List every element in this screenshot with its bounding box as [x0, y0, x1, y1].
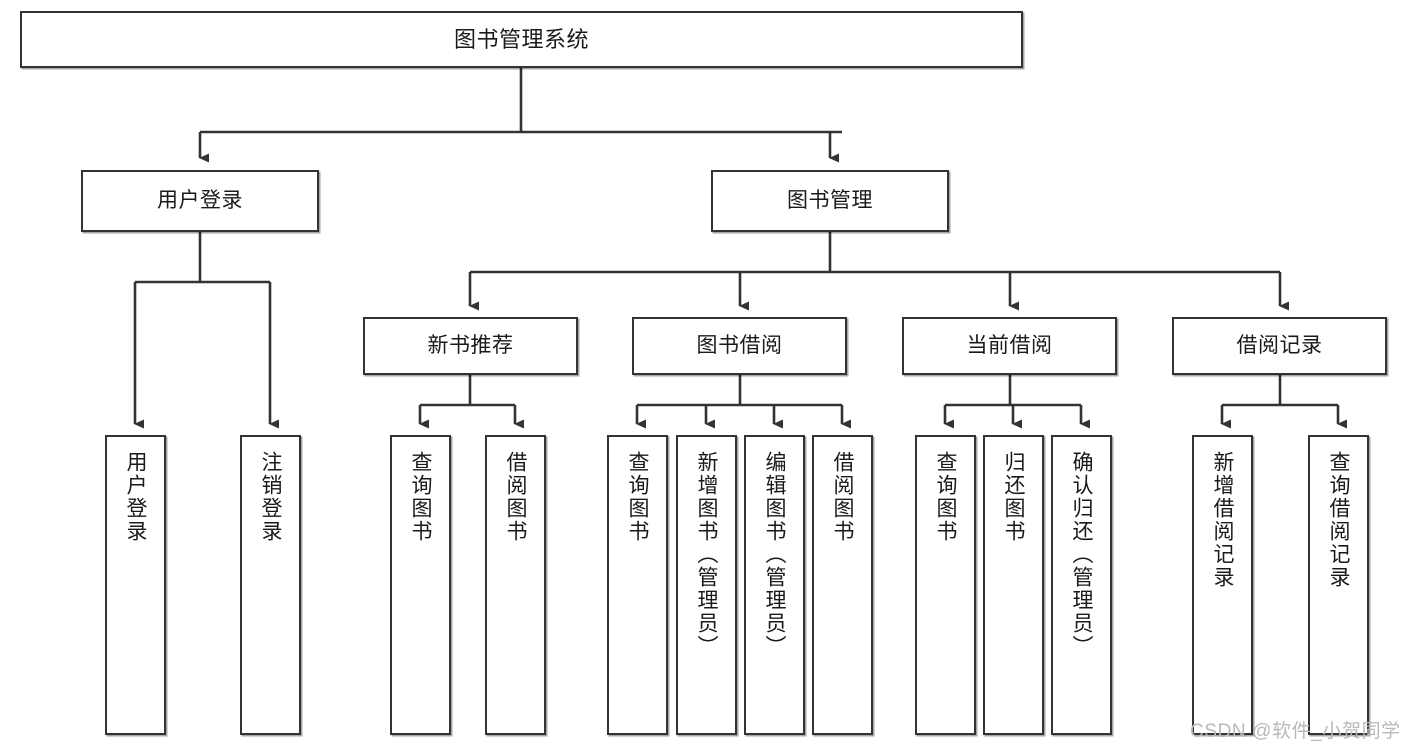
node-label: 借阅图书: [831, 451, 855, 543]
node-label: 借阅图书: [504, 451, 528, 543]
leaf-add-book[interactable]: 新增图书（管理员）: [676, 435, 737, 735]
node-label: 新增图书（管理员）: [695, 451, 719, 658]
node-label: 当前借阅: [966, 333, 1053, 357]
leaf-logout-login[interactable]: 注销登录: [240, 435, 301, 735]
leaf-borrow-book[interactable]: 借阅图书: [812, 435, 873, 735]
leaf-return-book[interactable]: 归还图书: [983, 435, 1044, 735]
node-user-login[interactable]: 用户登录: [81, 170, 319, 232]
leaf-edit-book[interactable]: 编辑图书（管理员）: [744, 435, 805, 735]
leaf-query-book-recommend[interactable]: 查询图书: [390, 435, 451, 735]
node-label: 查询图书: [934, 451, 958, 543]
node-label: 确认归还（管理员）: [1070, 451, 1094, 658]
node-label: 编辑图书（管理员）: [763, 451, 787, 658]
csdn-watermark: CSDN @软件_小贺同学: [1190, 721, 1401, 742]
node-label: 用户登录: [157, 188, 243, 212]
node-label: 图书借阅: [696, 333, 783, 357]
node-borrow-record[interactable]: 借阅记录: [1172, 317, 1387, 375]
node-label: 用户登录: [124, 451, 148, 543]
node-label: 图书管理: [787, 188, 873, 212]
node-new-book-recommend[interactable]: 新书推荐: [363, 317, 578, 375]
node-label: 查询借阅记录: [1327, 451, 1351, 589]
node-label: 归还图书: [1002, 451, 1026, 543]
leaf-user-login[interactable]: 用户登录: [105, 435, 166, 735]
node-label: 图书管理系统: [453, 26, 589, 52]
node-label: 查询图书: [409, 451, 433, 543]
node-label: 注销登录: [259, 451, 283, 543]
node-label: 新书推荐: [427, 333, 514, 357]
node-label: 新增借阅记录: [1211, 451, 1235, 589]
node-current-borrow[interactable]: 当前借阅: [902, 317, 1117, 375]
leaf-query-book-borrow[interactable]: 查询图书: [607, 435, 668, 735]
leaf-add-borrow-record[interactable]: 新增借阅记录: [1192, 435, 1253, 735]
leaf-confirm-return[interactable]: 确认归还（管理员）: [1051, 435, 1112, 735]
node-root-system[interactable]: 图书管理系统: [20, 11, 1023, 68]
leaf-query-book-current[interactable]: 查询图书: [915, 435, 976, 735]
leaf-borrow-book-recommend[interactable]: 借阅图书: [485, 435, 546, 735]
node-book-borrow[interactable]: 图书借阅: [632, 317, 847, 375]
leaf-query-borrow-record[interactable]: 查询借阅记录: [1308, 435, 1369, 735]
node-book-management[interactable]: 图书管理: [711, 170, 949, 232]
node-label: 借阅记录: [1236, 333, 1323, 357]
node-label: 查询图书: [626, 451, 650, 543]
